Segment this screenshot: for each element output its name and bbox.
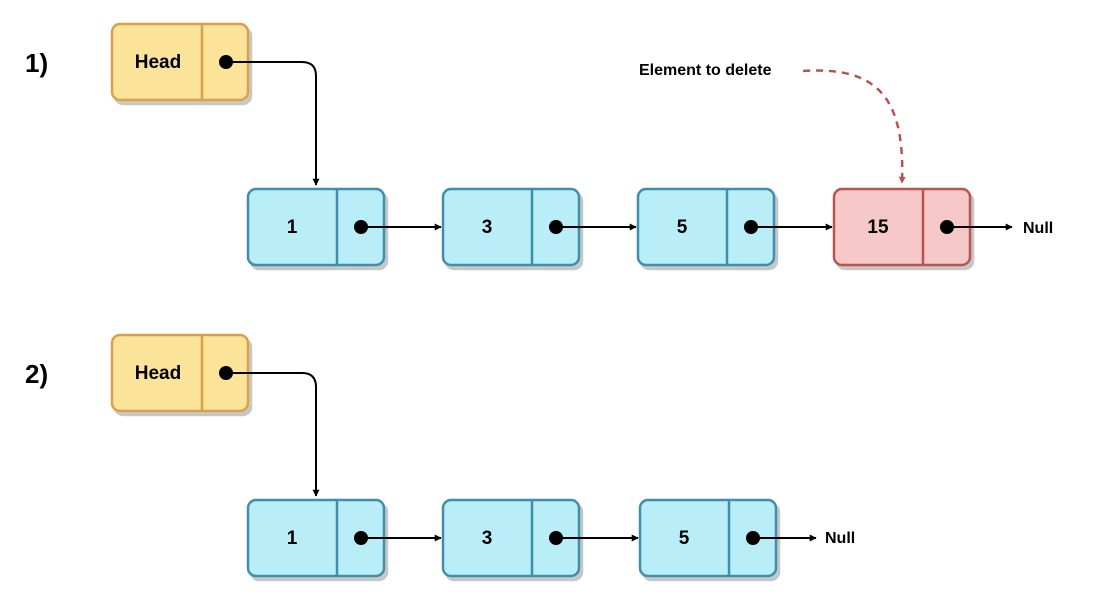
list-node: 5 [638, 498, 778, 578]
step-1-label: 1) [25, 48, 48, 78]
null-label: Null [825, 530, 855, 547]
list-node: 1 [246, 187, 386, 267]
node-value: 3 [482, 217, 493, 238]
step-2-label: 2) [25, 359, 48, 389]
node-value: 15 [867, 217, 889, 238]
null-label: Null [1023, 220, 1053, 237]
node-value: 5 [679, 528, 690, 549]
delete-indicator-arrow [802, 69, 906, 184]
head-label: Head [135, 52, 181, 73]
node-value: 5 [677, 217, 688, 238]
delete-annotation: Element to delete [639, 62, 772, 79]
node-value: 1 [287, 217, 298, 238]
node-value: 1 [287, 528, 298, 549]
delete-node: 15 [832, 187, 972, 267]
list-node: 3 [441, 498, 581, 578]
head-pointer-arrow [226, 61, 320, 186]
head-pointer-arrow [226, 372, 320, 497]
head-node-2: Head [110, 333, 250, 413]
node-value: 3 [482, 528, 493, 549]
head-label: Head [135, 363, 181, 384]
